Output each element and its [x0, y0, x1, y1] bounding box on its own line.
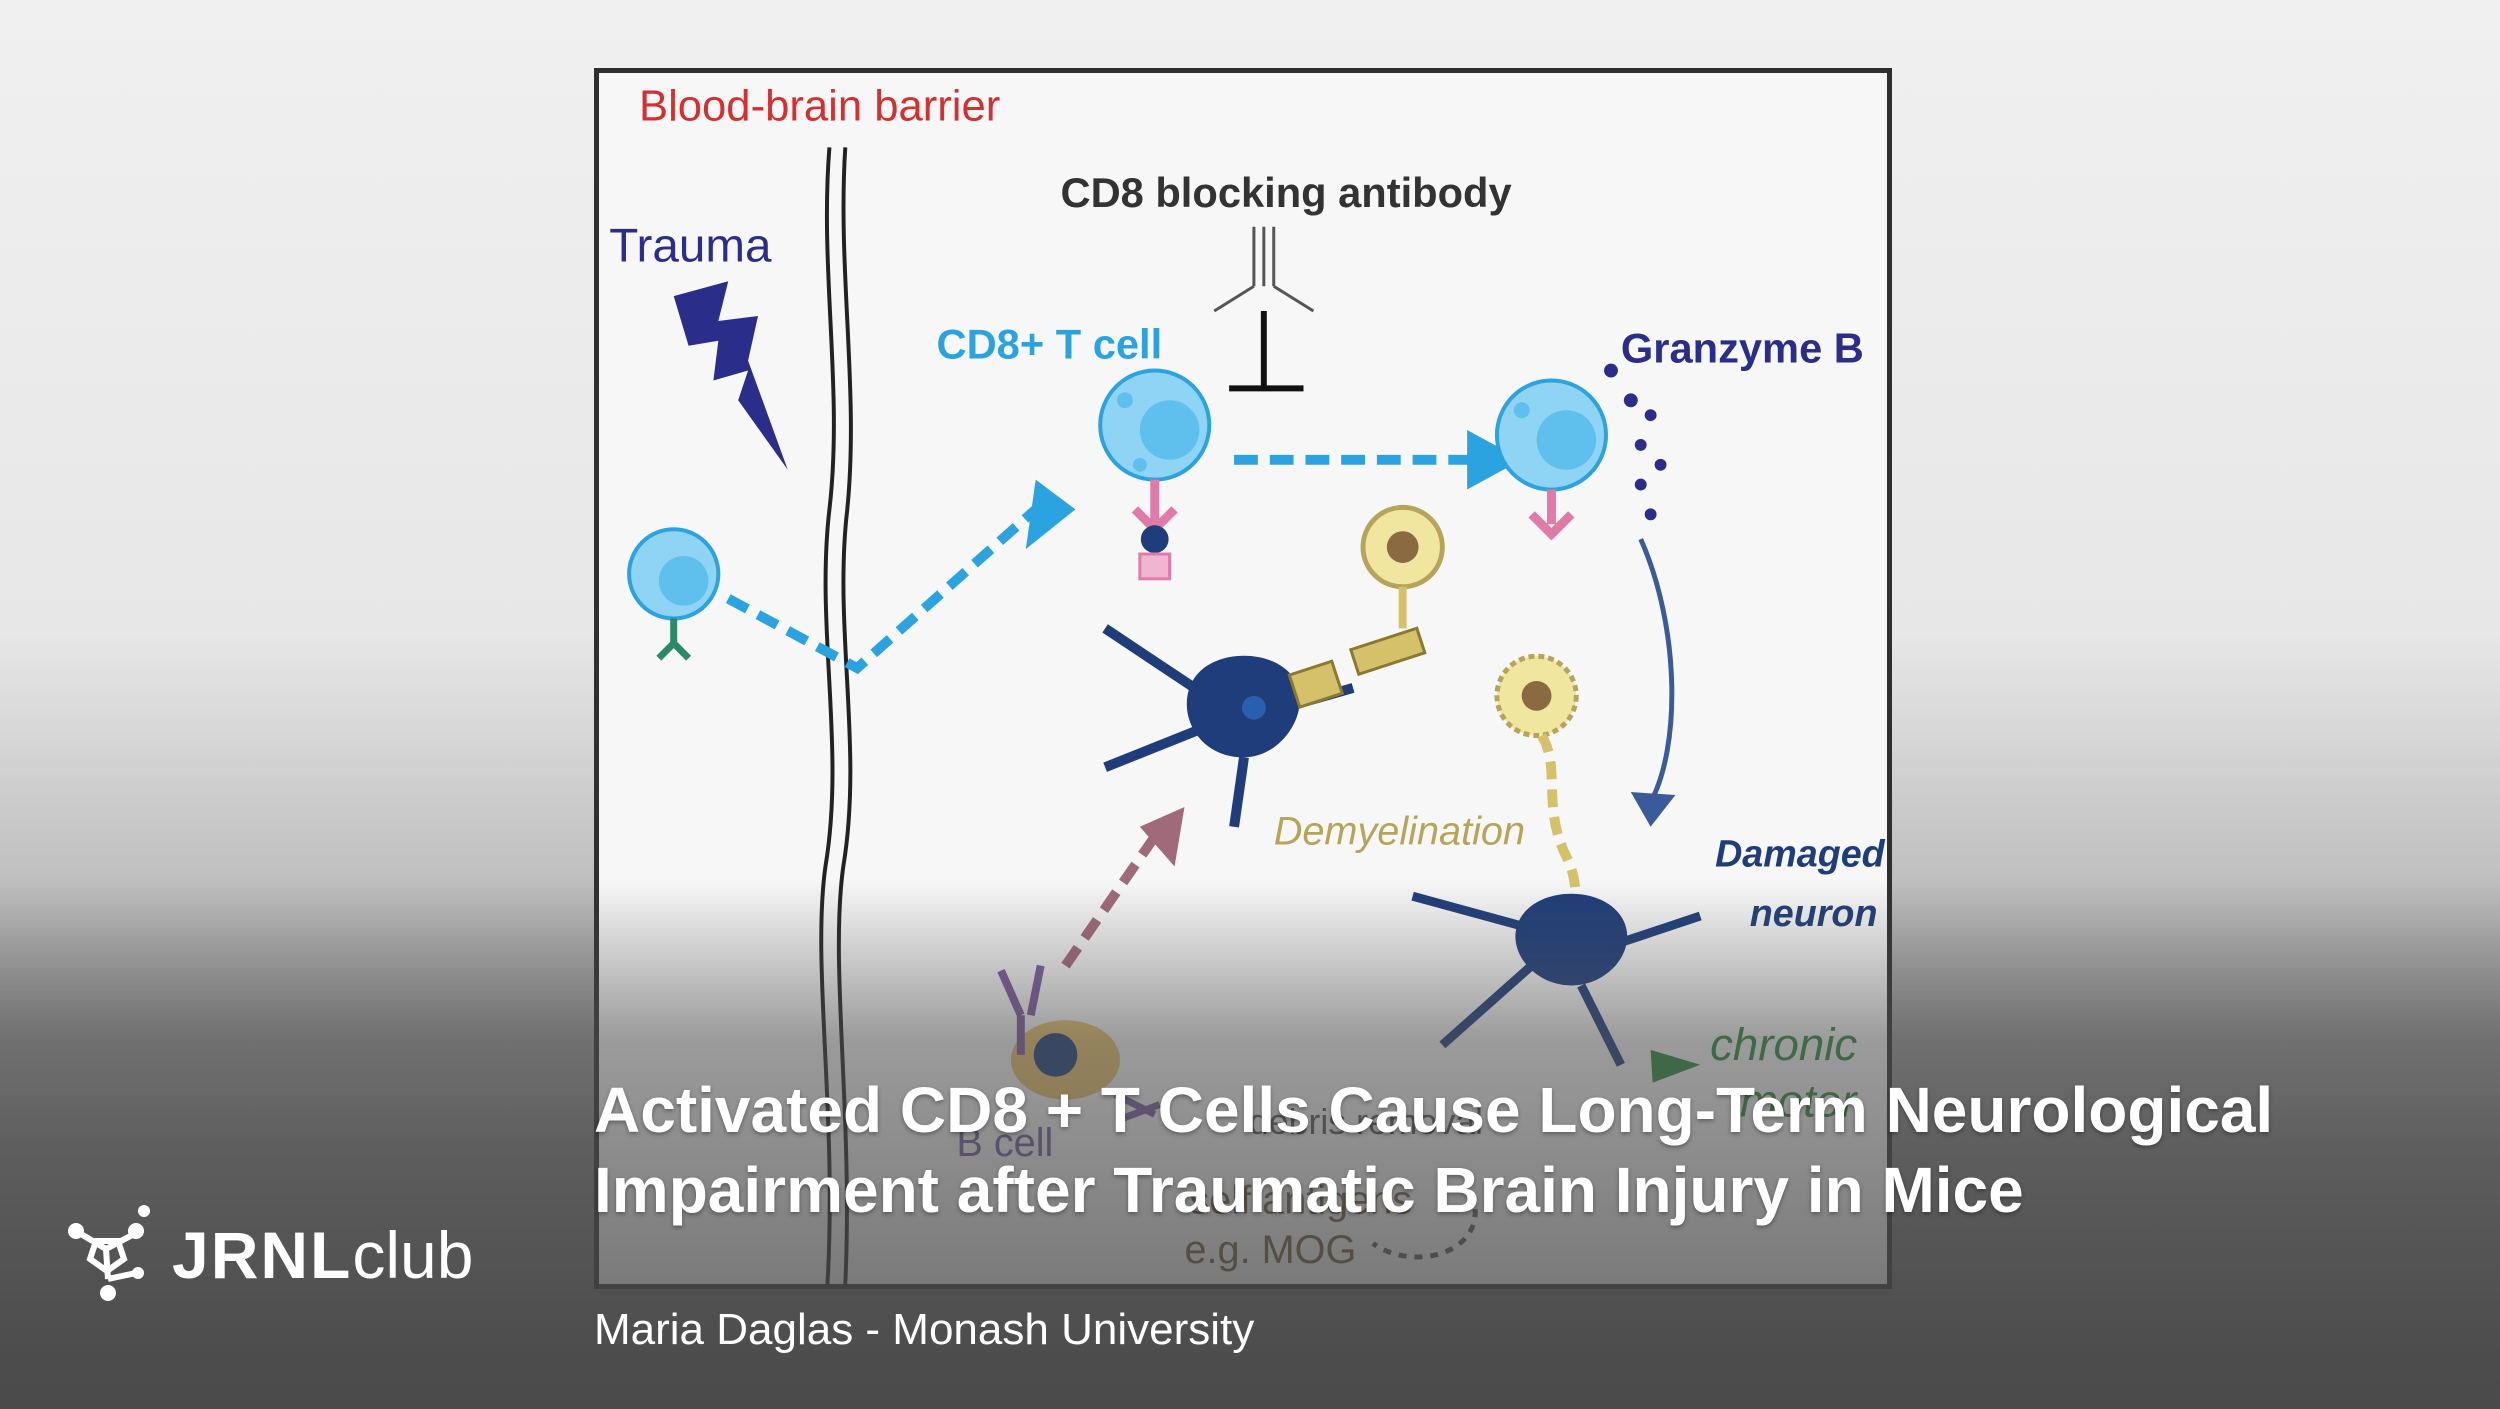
label-cd8-tcell: CD8+ T cell: [937, 321, 1163, 368]
migration-arrow-1: [725, 505, 1040, 675]
damage-arrow: [1638, 538, 1675, 804]
peripheral-tcell-icon: [627, 527, 721, 661]
author-affiliation: Maria Daglas - Monash University: [594, 1305, 1255, 1354]
brand-strong: JRNL: [172, 1218, 353, 1292]
granzyme-granules: [1604, 363, 1667, 521]
label-damaged-1: Damaged: [1715, 832, 1886, 874]
brand-logo[interactable]: JRNLclub: [56, 1200, 473, 1310]
activation-arrowhead: [1467, 430, 1522, 490]
bcell-arrow: [1061, 833, 1159, 969]
oligodendrocyte-icon: [1494, 653, 1586, 929]
label-damaged-2: neuron: [1750, 892, 1878, 934]
label-demyelination: Demyelination: [1274, 810, 1525, 854]
label-trauma: Trauma: [609, 219, 772, 272]
bcell-arrowhead: [1139, 806, 1185, 867]
lightning-icon: [673, 281, 788, 470]
neuron-icon: [1102, 624, 1427, 828]
glial-cell-icon: [1360, 504, 1445, 629]
antibody-icon: [1213, 226, 1315, 392]
label-bbb: Blood-brain barrier: [639, 83, 1000, 131]
label-chronic: chronic: [1710, 1019, 1857, 1070]
granzyme-tcell-icon: [1494, 378, 1608, 541]
damaged-neuron-icon: [1411, 891, 1702, 1067]
label-cd8-antibody: CD8 blocking antibody: [1061, 169, 1512, 216]
cd8-tcell-icon: [1098, 368, 1212, 581]
molecule-icon: [68, 1205, 150, 1301]
title-line-2: Impairment after Traumatic Brain Injury …: [594, 1154, 2024, 1226]
brand-wordmark: JRNLclub: [172, 1217, 473, 1293]
brand-light: club: [352, 1218, 474, 1292]
label-mog: e.g. MOG: [1184, 1228, 1356, 1272]
title-line-1: Activated CD8 + T Cells Cause Long-Term …: [594, 1074, 2274, 1146]
label-granzyme: Granzyme B: [1621, 325, 1864, 372]
article-title: Activated CD8 + T Cells Cause Long-Term …: [594, 1070, 2474, 1230]
migration-arrowhead-1: [1025, 479, 1076, 550]
damage-arrowhead: [1630, 792, 1676, 827]
